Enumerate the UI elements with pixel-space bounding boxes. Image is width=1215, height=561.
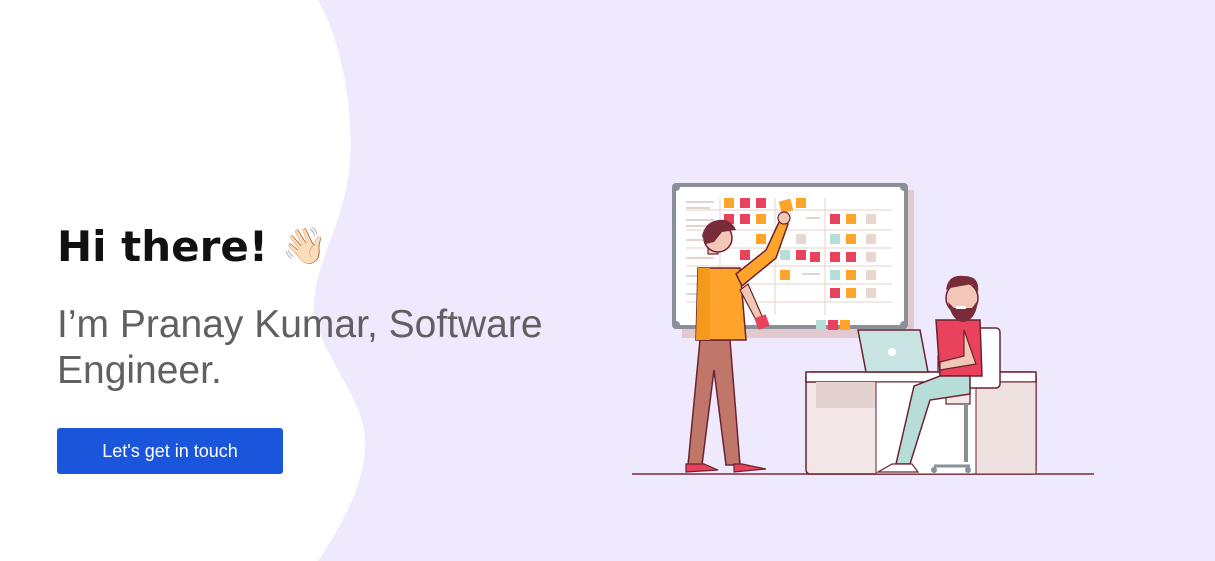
wave-icon: 👋🏻	[281, 226, 327, 267]
hero-section: Hi there! 👋🏻 I’m Pranay Kumar, Software …	[57, 222, 617, 474]
greeting-heading: Hi there! 👋🏻	[57, 222, 617, 272]
team-whiteboard-illustration	[632, 183, 1094, 475]
get-in-touch-button[interactable]: Let's get in touch	[57, 428, 283, 474]
subtitle: I’m Pranay Kumar, Software Engineer.	[57, 303, 543, 392]
greeting-text: Hi there!	[57, 222, 268, 271]
